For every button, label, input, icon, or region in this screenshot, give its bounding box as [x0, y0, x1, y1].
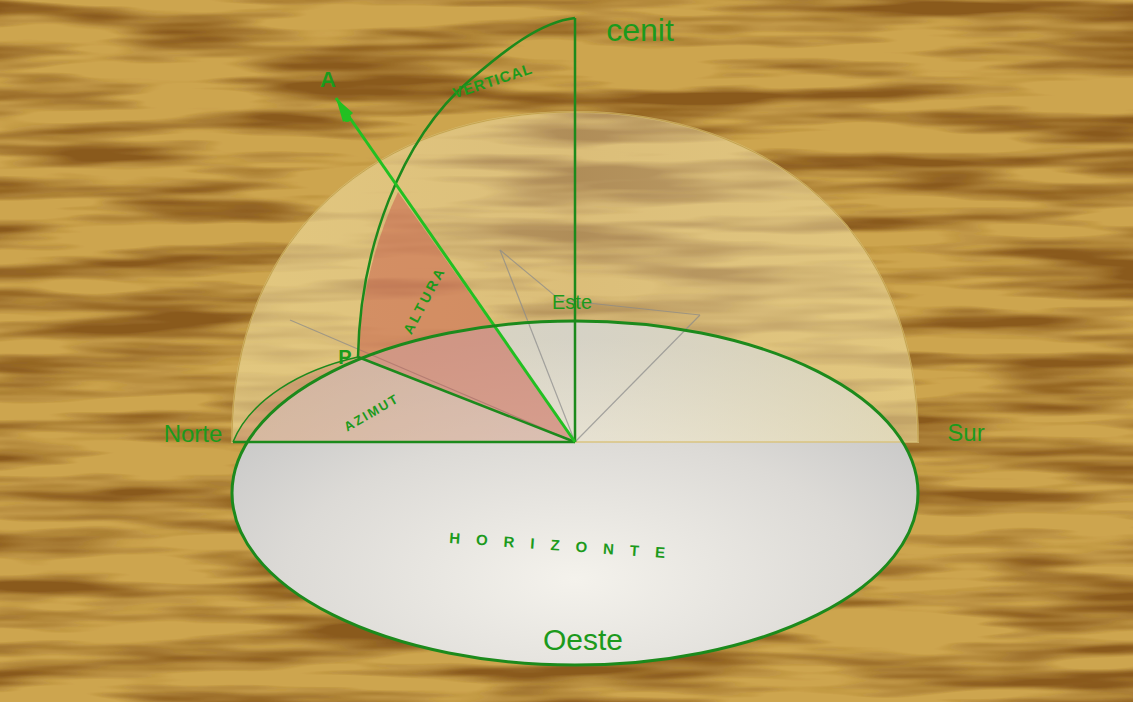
east-label: Este — [552, 292, 592, 312]
zenith-label: cenit — [606, 14, 674, 46]
coordinate-lines — [233, 18, 575, 442]
north-label: Norte — [164, 422, 223, 446]
star-label: A — [320, 69, 336, 91]
star-dot — [343, 114, 351, 122]
west-label: Oeste — [543, 625, 623, 655]
south-label: Sur — [947, 421, 984, 445]
star-direction — [336, 98, 575, 442]
point-label: P — [338, 347, 351, 367]
horizon-circle — [232, 321, 918, 665]
arrow-head — [336, 98, 353, 122]
